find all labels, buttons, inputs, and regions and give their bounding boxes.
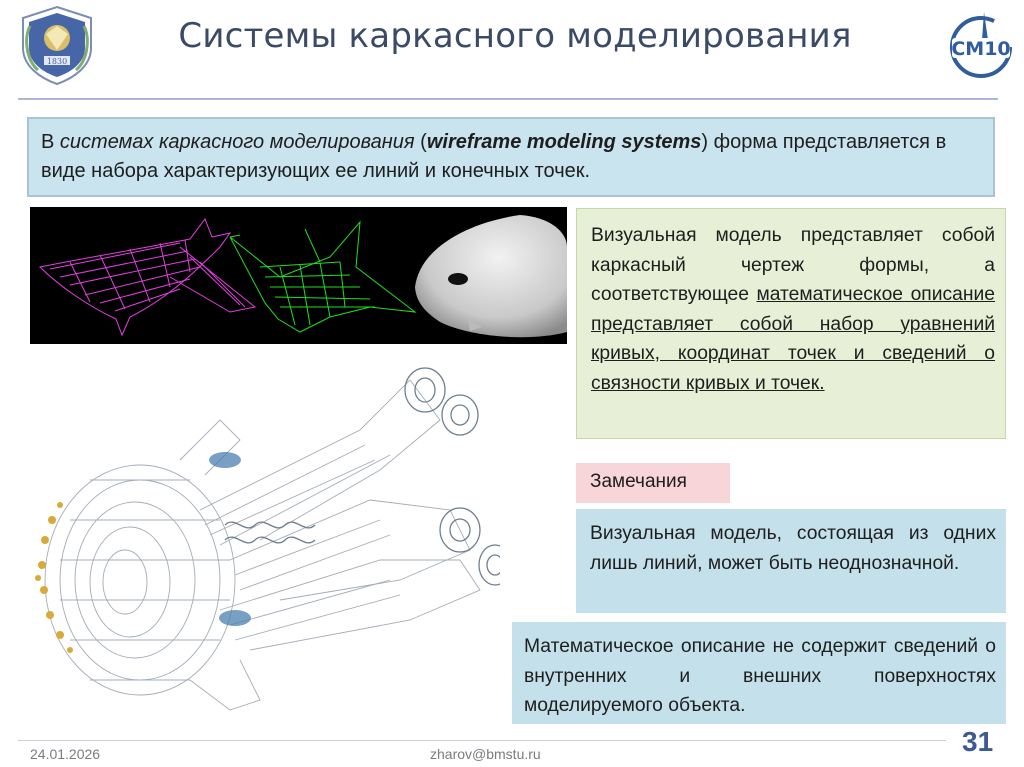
footer-date: 24.01.2026: [30, 746, 101, 762]
math-description-text: математическое описание представляет соб…: [591, 284, 996, 394]
intro-text-3: ) форма представляется в виде набора хар…: [41, 131, 947, 182]
wireframe-models-image: [30, 207, 567, 344]
sm10-logo-icon: СМ10: [950, 12, 1012, 78]
footer-email: zharov@bmstu.ru: [430, 746, 541, 762]
intro-box: В системах каркасного моделирования (wir…: [27, 117, 995, 197]
title-divider: [18, 98, 998, 100]
intro-term-ru: системах каркасного моделирования: [59, 131, 415, 153]
footer-divider: [18, 740, 946, 741]
crest-year: 1830: [47, 57, 67, 66]
intro-term-en: wireframe modeling systems: [426, 131, 702, 153]
university-crest-icon: 1830: [22, 5, 92, 86]
logo-text: СМ10: [951, 38, 1010, 60]
page-number: 31: [962, 726, 994, 757]
mechanism-wireframe-image: [35, 367, 500, 711]
remarks-label: Замечания: [576, 463, 730, 503]
remark-surfaces-box: Математическое описание не содержит свед…: [512, 622, 1006, 724]
page-title: Системы каркасного моделирования: [178, 16, 852, 56]
remark-ambiguity-box: Визуальная модель, состоящая из одних ли…: [576, 509, 1006, 613]
visual-model-box: Визуальная модель представляет собой кар…: [576, 208, 1006, 439]
visual-model-text: Визуальная модель представляет собой кар…: [591, 225, 995, 305]
intro-text-2: (: [414, 131, 427, 153]
intro-text-1: В: [41, 131, 60, 153]
